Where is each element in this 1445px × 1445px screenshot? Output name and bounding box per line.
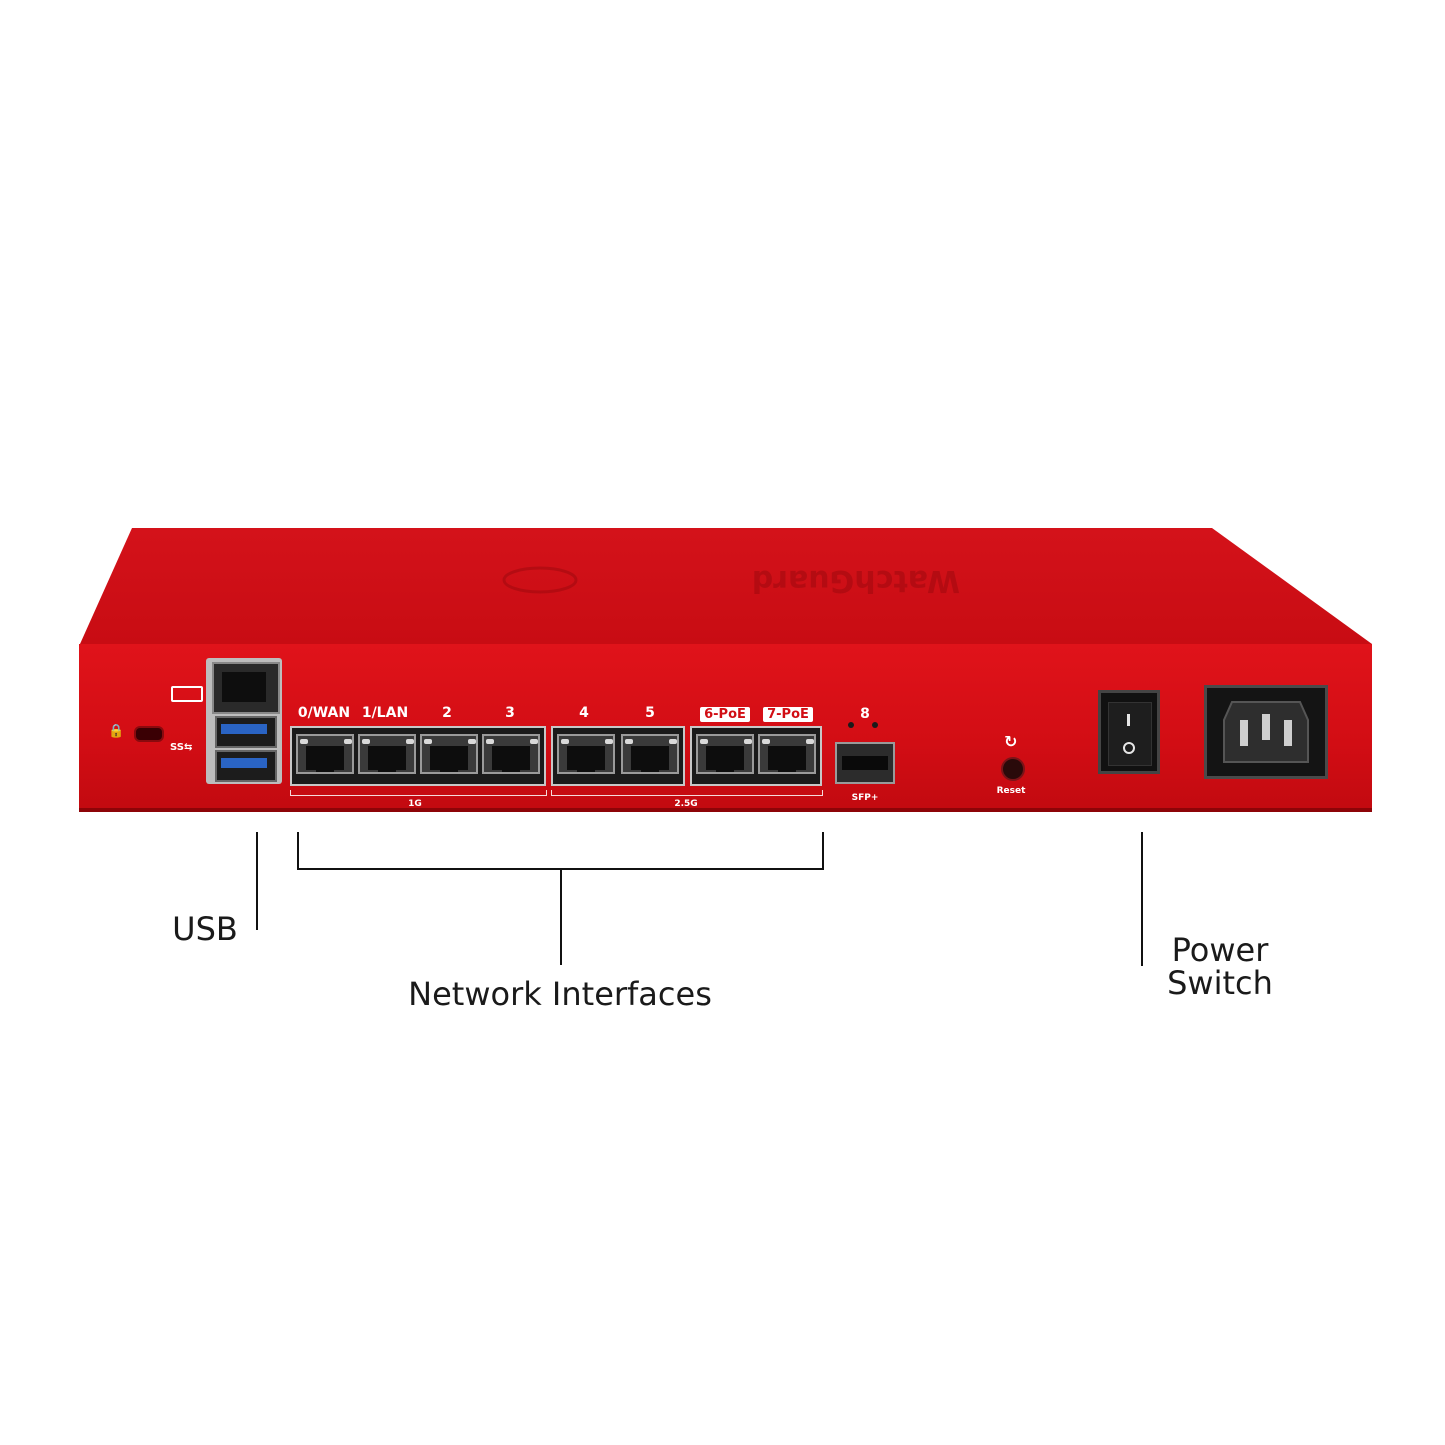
reset-label: Reset xyxy=(996,786,1026,796)
lock-icon: 🔒 xyxy=(108,724,125,739)
power-callout-line xyxy=(1141,832,1143,966)
power-on-mark-icon xyxy=(1127,714,1130,726)
reset-button[interactable] xyxy=(1001,757,1025,781)
port-3[interactable] xyxy=(482,734,540,774)
port-group-poe xyxy=(690,726,822,786)
port-label-3: 3 xyxy=(505,705,515,721)
port-2[interactable] xyxy=(420,734,478,774)
sfp-plus-port-opening xyxy=(842,756,888,770)
port-group-1g xyxy=(290,726,546,786)
port-1-lan[interactable] xyxy=(358,734,416,774)
power-switch-callout-label-line1: Power xyxy=(1171,931,1269,969)
reset-icon: ↻ xyxy=(1004,732,1018,751)
bracket-1g xyxy=(290,790,547,796)
bracket-2-5g xyxy=(551,790,823,796)
port-5[interactable] xyxy=(621,734,679,774)
port-0-wan[interactable] xyxy=(296,734,354,774)
port-group-2-5g-a xyxy=(551,726,685,786)
port-label-4: 4 xyxy=(579,705,589,721)
sfp-plus-label: SFP+ xyxy=(851,793,879,803)
usb-callout-line xyxy=(256,832,258,930)
port-label-1-lan: 1/LAN xyxy=(361,705,409,721)
network-bracket-left xyxy=(297,832,299,870)
sfp-led-1 xyxy=(848,722,854,728)
port-7-poe[interactable] xyxy=(758,734,816,774)
port-4[interactable] xyxy=(557,734,615,774)
port-label-7-poe: 7-PoE xyxy=(763,707,813,722)
power-inlet-pins-icon xyxy=(1223,701,1309,763)
group-label-1g: 1G xyxy=(408,799,422,809)
port-label-0-wan: 0/WAN xyxy=(297,705,351,721)
usb-port-1-tongue xyxy=(221,724,267,734)
power-off-mark-icon xyxy=(1123,742,1135,754)
usb-ss-label: SS xyxy=(170,742,184,753)
usb-port-2-tongue xyxy=(221,758,267,768)
console-icon xyxy=(171,686,203,702)
network-interfaces-callout-label: Network Interfaces xyxy=(408,975,712,1013)
usb-ss-icon: SS⇆ xyxy=(170,742,193,753)
port-label-8: 8 xyxy=(860,706,870,722)
kensington-slot xyxy=(134,726,164,742)
sfp-led-2 xyxy=(872,722,878,728)
network-callout-stem xyxy=(560,868,562,965)
port-label-5: 5 xyxy=(645,705,655,721)
port-label-2: 2 xyxy=(442,705,452,721)
port-label-6-poe: 6-PoE xyxy=(700,707,750,722)
console-port-opening xyxy=(222,672,266,702)
network-bracket-right xyxy=(822,832,824,870)
watchguard-logo-embossed: WatchGuard xyxy=(470,560,970,600)
usb-callout-label: USB xyxy=(172,910,238,948)
group-label-2-5g: 2.5G xyxy=(674,799,698,809)
logo-mark-icon xyxy=(502,566,578,594)
logo-text: WatchGuard xyxy=(751,563,960,598)
power-switch-rocker xyxy=(1108,702,1152,766)
port-6-poe[interactable] xyxy=(696,734,754,774)
front-panel-edge xyxy=(79,808,1372,812)
power-switch-callout-label-line2: Switch xyxy=(1167,964,1273,1002)
